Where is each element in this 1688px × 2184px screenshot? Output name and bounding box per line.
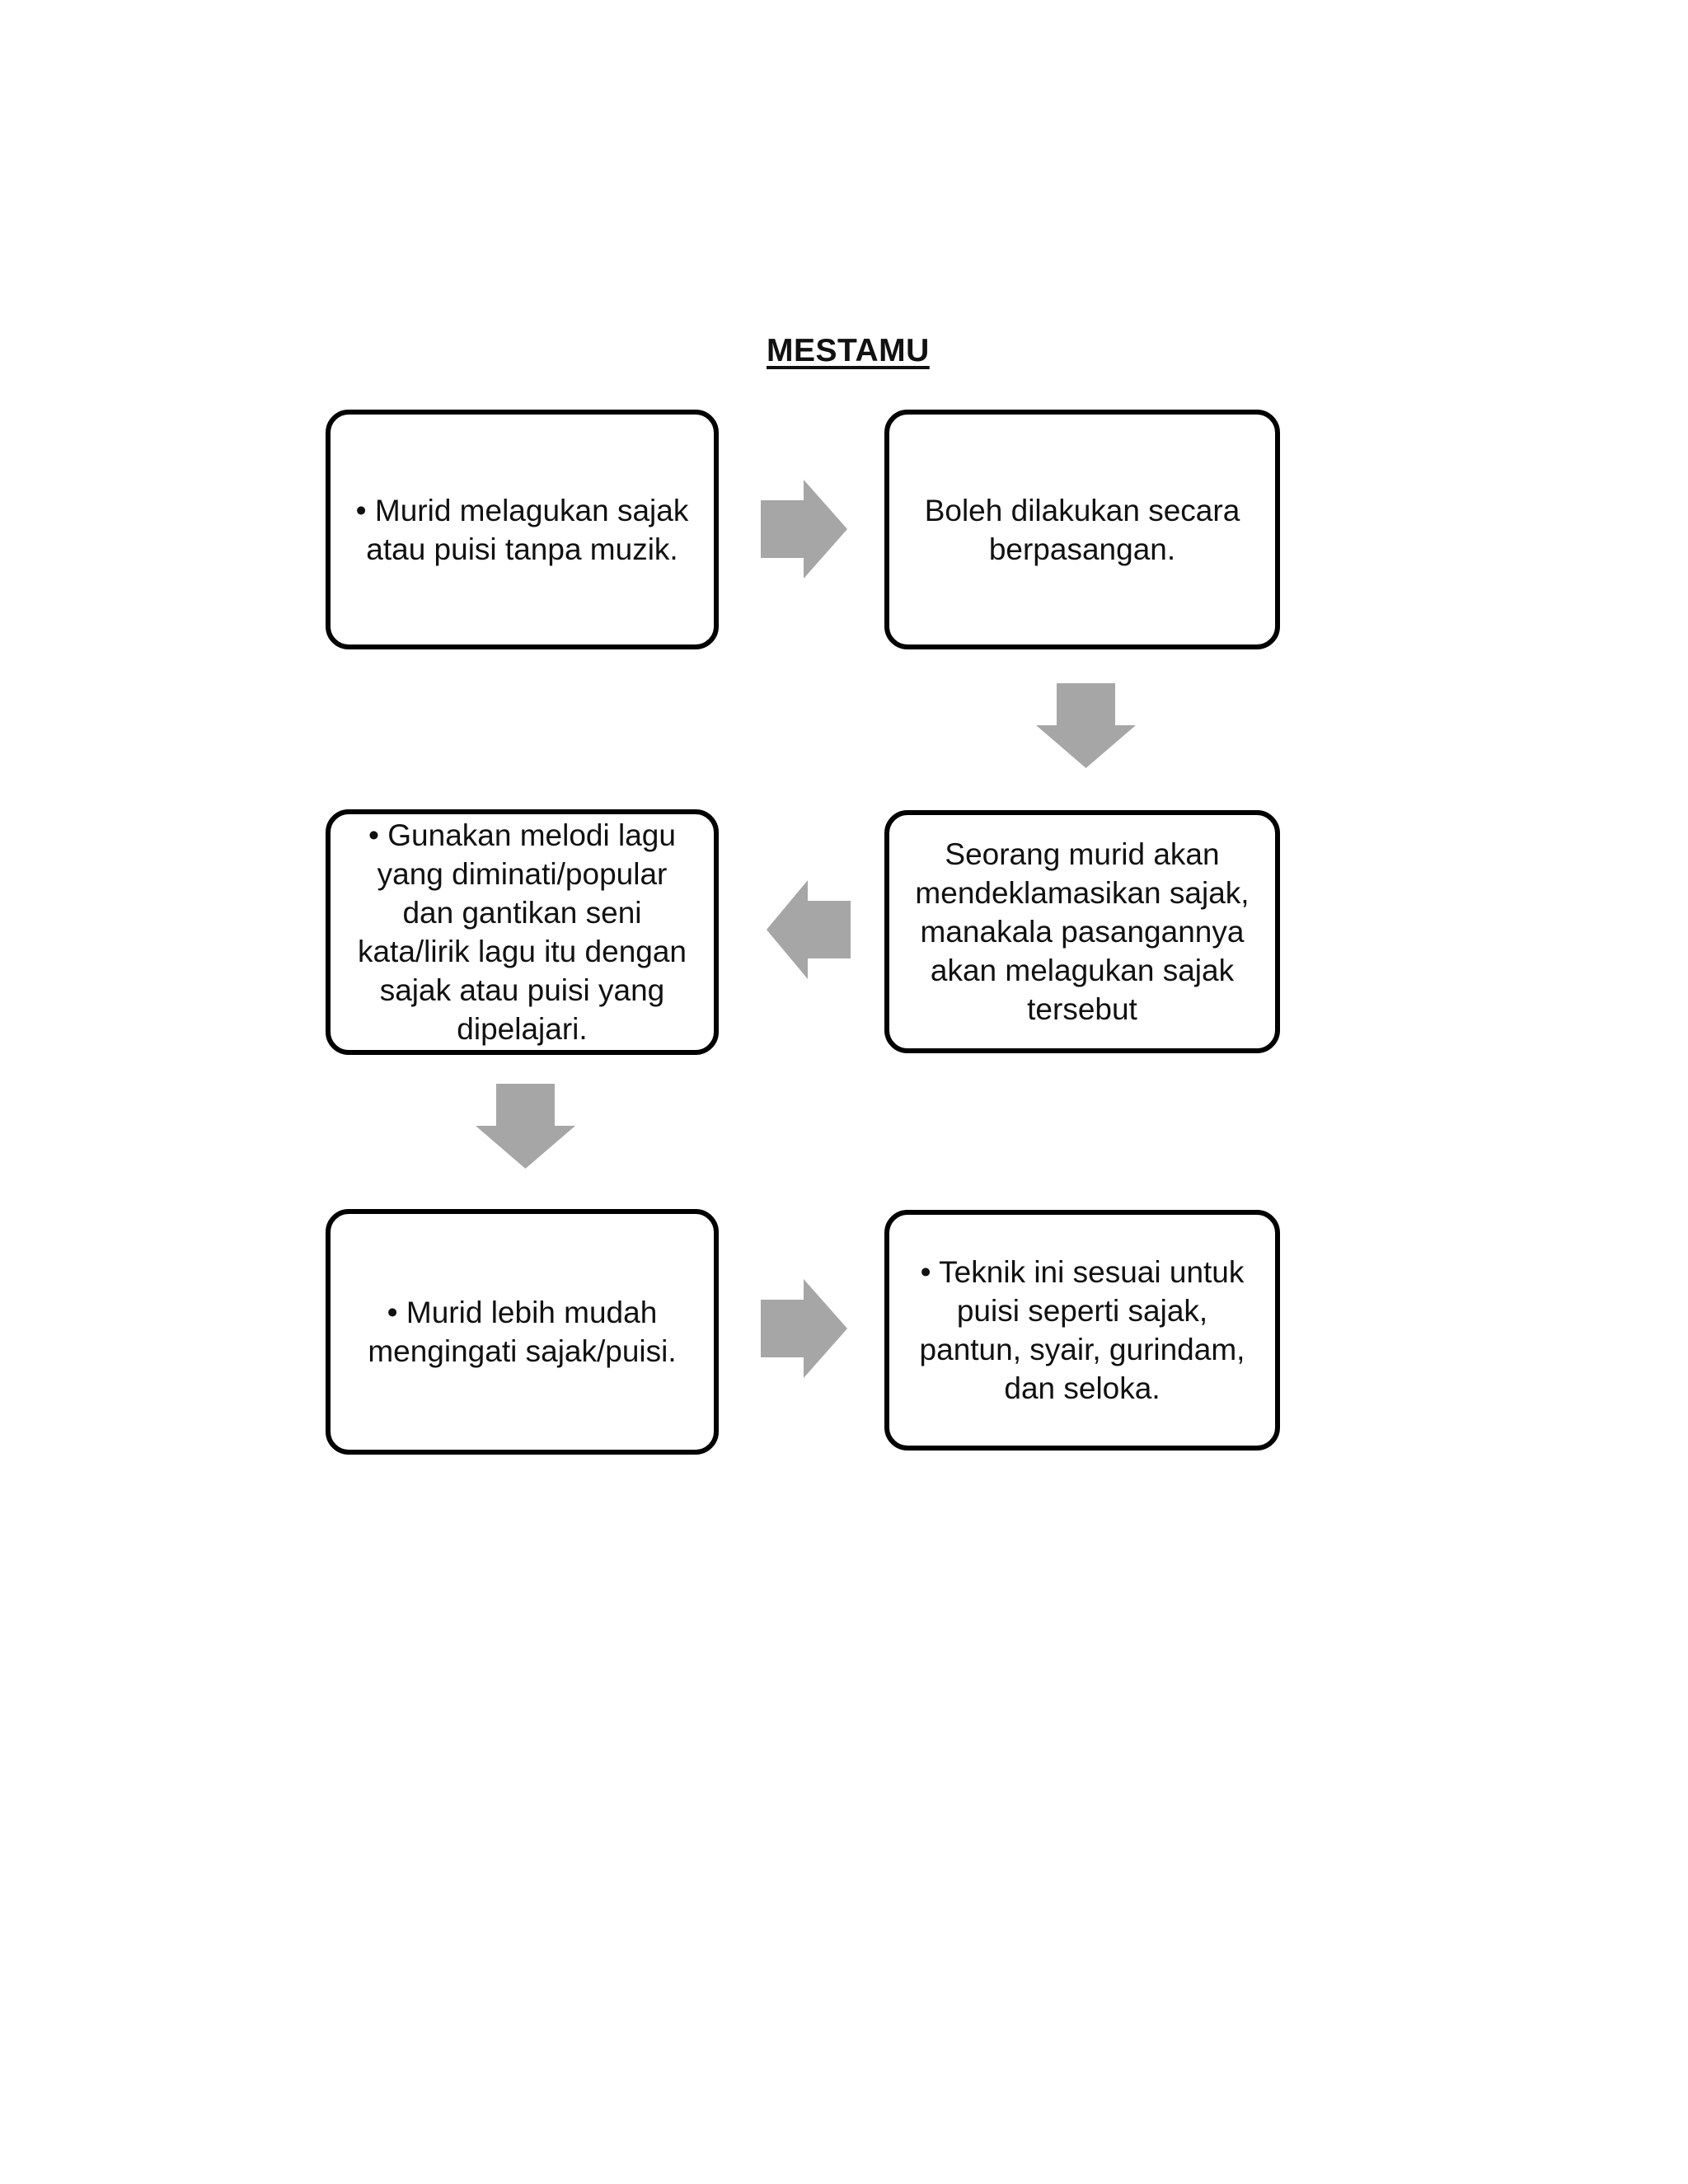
flow-box-4-text: Seorang murid akan mendeklamasikan sajak…: [915, 837, 1250, 1026]
flow-box-3-text: • Gunakan melodi lagu yang diminati/popu…: [357, 818, 687, 1046]
arrow-right-icon: [761, 1279, 847, 1378]
arrow-left-icon: [767, 880, 851, 979]
arrow-right-icon: [761, 480, 847, 579]
arrow-down-shape: [1036, 683, 1136, 768]
flow-box-6: • Teknik ini sesuai untuk puisi seperti …: [884, 1210, 1280, 1451]
arrow-left-shape: [767, 880, 851, 979]
flow-box-5: • Murid lebih mudah mengingati sajak/pui…: [326, 1209, 719, 1455]
arrow-right-shape: [761, 1279, 847, 1378]
flow-box-4: Seorang murid akan mendeklamasikan sajak…: [884, 810, 1280, 1053]
arrow-down-icon: [1036, 683, 1136, 768]
flow-box-3: • Gunakan melodi lagu yang diminati/popu…: [326, 809, 719, 1055]
flow-box-2-text: Boleh dilakukan secara berpasangan.: [924, 493, 1240, 566]
flow-box-1: • Murid melagukan sajak atau puisi tanpa…: [326, 410, 719, 649]
arrow-right-shape: [761, 480, 847, 579]
flow-box-6-text: • Teknik ini sesuai untuk puisi seperti …: [919, 1255, 1245, 1405]
arrow-down-shape: [476, 1084, 575, 1169]
flow-box-5-text: • Murid lebih mudah mengingati sajak/pui…: [368, 1296, 677, 1368]
flow-box-1-text: • Murid melagukan sajak atau puisi tanpa…: [355, 493, 689, 566]
flow-box-2: Boleh dilakukan secara berpasangan.: [884, 410, 1280, 649]
page-title: MESTAMU: [767, 333, 930, 368]
arrow-down-icon: [476, 1084, 575, 1169]
